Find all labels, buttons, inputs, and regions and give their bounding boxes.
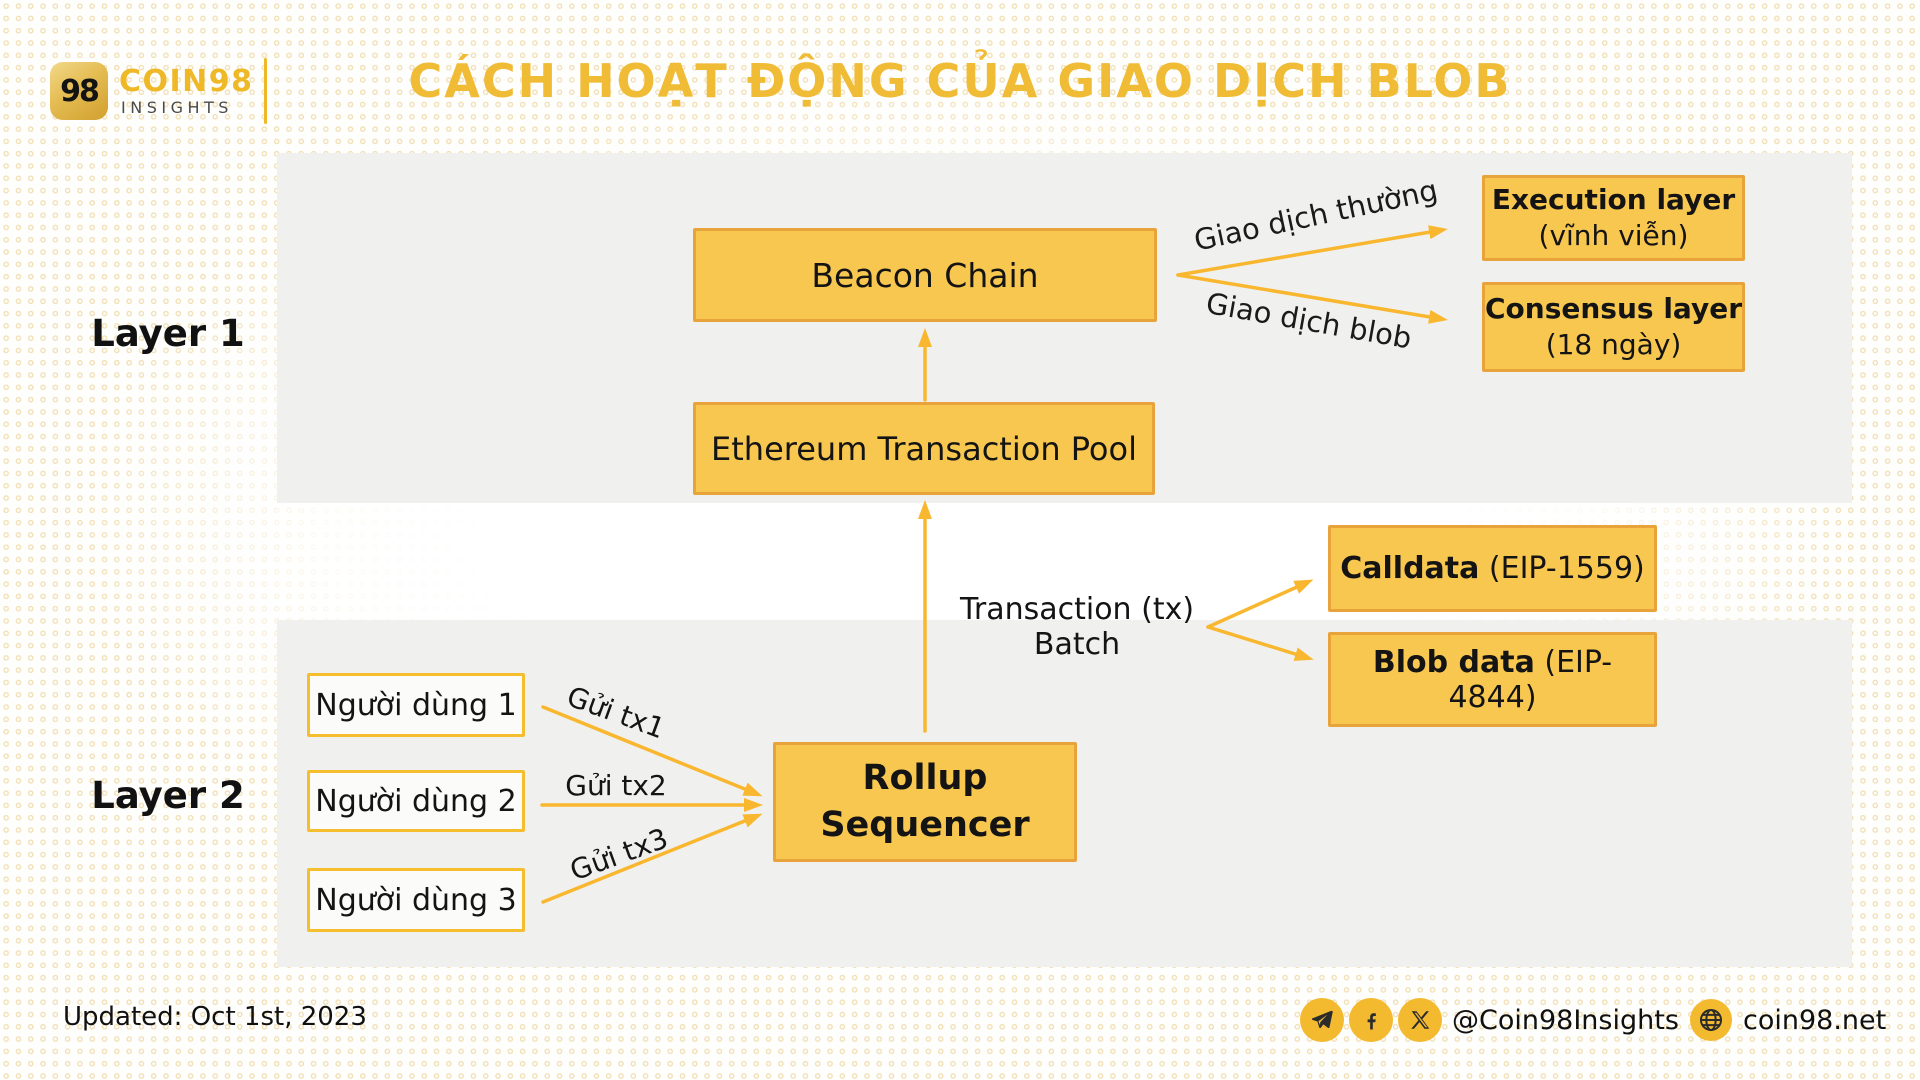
- execution-layer-title: Execution layer: [1491, 182, 1736, 216]
- brand-subtitle: INSIGHTS: [121, 98, 233, 117]
- page-title: CÁCH HOẠT ĐỘNG CỦA GIAO DỊCH BLOB: [408, 54, 1512, 108]
- calldata-eip: (EIP-1559): [1479, 551, 1645, 586]
- beacon-chain-label: Beacon Chain: [811, 255, 1039, 295]
- facebook-icon[interactable]: [1349, 998, 1393, 1042]
- consensus-layer-subtitle: (18 ngày): [1545, 328, 1682, 361]
- brand-name: COIN98: [119, 64, 254, 99]
- ethereum-transaction-pool-label: Ethereum Transaction Pool: [711, 429, 1137, 468]
- user-box-2: Người dùng 2: [307, 770, 525, 832]
- calldata-box: Calldata (EIP-1559): [1328, 525, 1657, 612]
- user-box-1: Người dùng 1: [307, 673, 525, 737]
- user-3-label: Người dùng 3: [315, 882, 517, 918]
- rollup-line2: Sequencer: [820, 805, 1030, 845]
- coin98-logo: 98: [50, 62, 108, 120]
- blob-data-box: Blob data (EIP-4844): [1328, 632, 1657, 727]
- social-handle: @Coin98Insights: [1452, 1005, 1679, 1036]
- transaction-batch-label: Transaction (tx) Batch: [957, 592, 1197, 662]
- telegram-icon[interactable]: [1300, 998, 1344, 1042]
- coin98-logo-glyph: 98: [60, 73, 100, 109]
- globe-glyph: [1699, 1008, 1723, 1032]
- calldata-title: Calldata: [1340, 551, 1480, 586]
- brand-divider: [264, 58, 267, 124]
- execution-layer-box: Execution layer (vĩnh viễn): [1482, 175, 1745, 261]
- transaction-batch-line1: Transaction (tx): [959, 592, 1195, 627]
- facebook-f-glyph: [1367, 1013, 1376, 1030]
- rollup-sequencer-box: Rollup Sequencer: [773, 742, 1077, 862]
- send-tx2-label: Gửi tx2: [565, 769, 667, 802]
- telegram-plane-glyph: [1311, 1010, 1333, 1029]
- ethereum-transaction-pool-box: Ethereum Transaction Pool: [693, 402, 1155, 495]
- globe-icon[interactable]: [1690, 999, 1732, 1041]
- x-twitter-icon[interactable]: [1398, 998, 1442, 1042]
- execution-layer-subtitle: (vĩnh viễn): [1538, 219, 1689, 252]
- user-box-3: Người dùng 3: [307, 868, 525, 932]
- x-glyph: [1411, 1011, 1430, 1029]
- rollup-line1: Rollup: [862, 757, 988, 798]
- updated-date: Updated: Oct 1st, 2023: [63, 1002, 367, 1032]
- blob-data-title: Blob data: [1372, 644, 1535, 680]
- website-url: coin98.net: [1743, 1005, 1887, 1036]
- blob-data-eip: (EIP-4844): [1448, 644, 1613, 715]
- layer1-label: Layer 1: [91, 312, 245, 355]
- consensus-layer-title: Consensus layer: [1485, 291, 1743, 325]
- transaction-batch-line2: Batch: [1033, 627, 1121, 662]
- user-2-label: Người dùng 2: [315, 783, 517, 819]
- layer2-label: Layer 2: [91, 774, 245, 817]
- consensus-layer-box: Consensus layer (18 ngày): [1482, 282, 1745, 372]
- beacon-chain-box: Beacon Chain: [693, 228, 1157, 322]
- user-1-label: Người dùng 1: [315, 687, 517, 723]
